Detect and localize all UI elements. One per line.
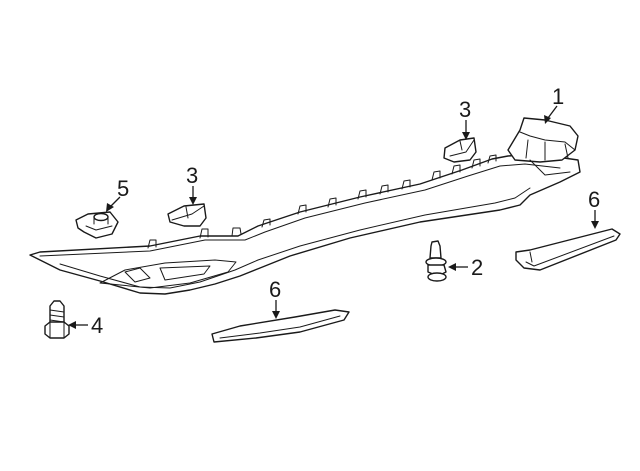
- callout-4: 4: [91, 313, 103, 338]
- part-4-bolt: [44, 300, 70, 339]
- part-6-strip-center: [211, 309, 350, 343]
- callout-2: 2: [471, 255, 483, 280]
- callout-6-center: 6: [269, 277, 281, 302]
- callout-3-right: 3: [459, 97, 471, 122]
- part-2-clip: [425, 240, 447, 282]
- callout-1: 1: [552, 84, 564, 109]
- part-6-strip-right: [515, 228, 621, 271]
- callout-3-left: 3: [186, 163, 198, 188]
- callout-6-right: 6: [588, 187, 600, 212]
- callout-5: 5: [117, 176, 129, 201]
- part-3-bracket-left: [167, 203, 207, 227]
- part-1-valance: [29, 117, 581, 295]
- callout-labels: 1 3 3 5 2 4 6 6: [91, 84, 600, 338]
- part-5-nut-plate: [75, 211, 119, 239]
- leader-lines: [68, 105, 599, 329]
- part-3-bracket-right: [443, 137, 477, 163]
